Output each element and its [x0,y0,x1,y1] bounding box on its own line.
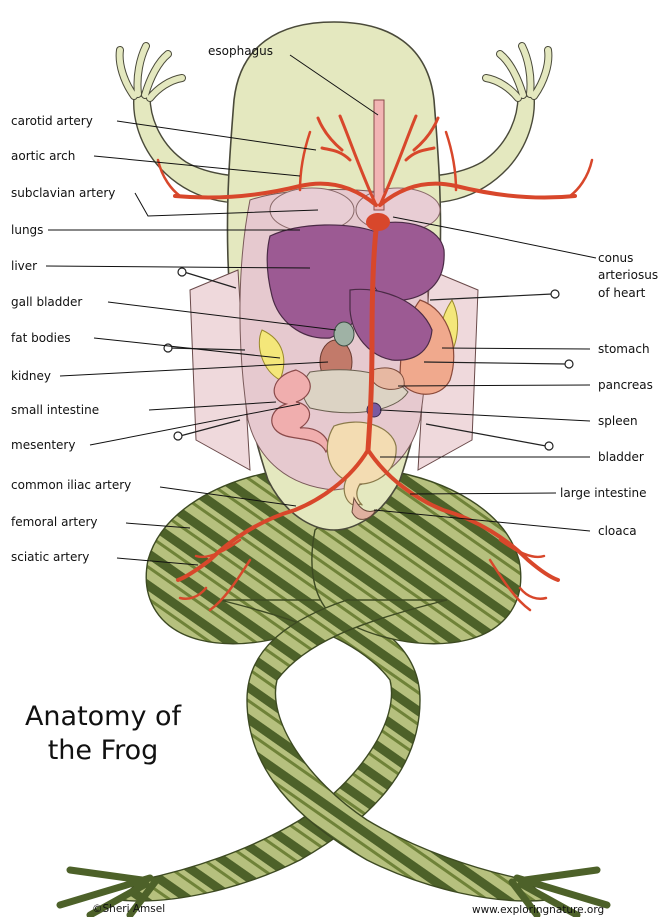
label-small-intestine: small intestine [11,403,99,417]
esophagus-tube [374,100,384,210]
label-esophagus: esophagus [208,44,273,58]
label-kidney: kidney [11,369,51,383]
label-common-iliac-artery: common iliac artery [11,478,131,492]
conus-arteriosus [366,213,390,231]
label-gall-bladder: gall bladder [11,295,82,309]
label-conus-arteriosus-line3: of heart [598,286,646,300]
label-lungs: lungs [11,223,43,237]
label-fat-bodies: fat bodies [11,331,71,345]
diagram-title: Anatomy of the Frog [25,701,183,766]
label-pancreas: pancreas [598,378,653,392]
left-labels: carotid artery aortic arch subclavian ar… [11,114,131,564]
label-spleen: spleen [598,414,638,428]
title-line-2: the Frog [48,735,159,766]
label-conus-arteriosus-line2: arteriosus [598,268,658,282]
label-stomach: stomach [598,342,650,356]
label-carotid-artery: carotid artery [11,114,93,128]
website-credit: www.exploringnature.org [472,904,604,916]
label-femoral-artery: femoral artery [11,515,97,529]
label-sciatic-artery: sciatic artery [11,550,89,564]
label-liver: liver [11,259,37,273]
author-credit: ©Sheri Amsel [92,903,165,915]
frog-illustration [60,22,607,915]
label-conus-arteriosus-line1: conus [598,251,633,265]
label-aortic-arch: aortic arch [11,149,75,163]
gall-bladder-organ [334,322,354,346]
label-mesentery: mesentery [11,438,75,452]
title-line-1: Anatomy of [25,701,183,732]
label-subclavian-artery: subclavian artery [11,186,115,200]
label-large-intestine: large intestine [560,486,647,500]
label-cloaca: cloaca [598,524,637,538]
label-bladder: bladder [598,450,644,464]
